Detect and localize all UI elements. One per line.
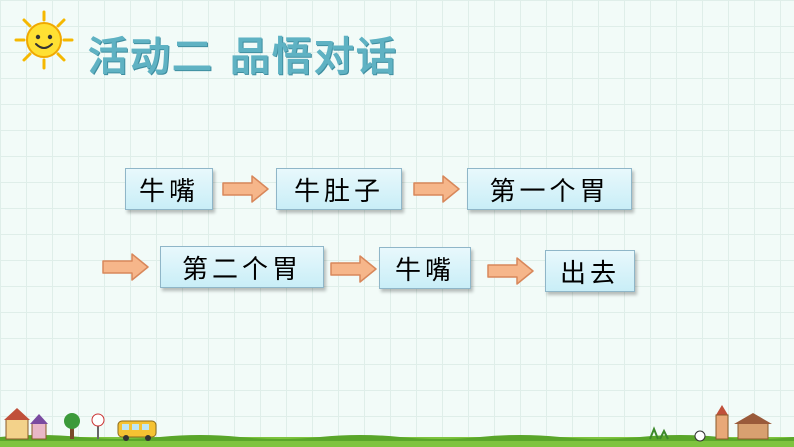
page-title: 活动二 品悟对话 [88,34,398,80]
flow-box-label: 牛肚子 [293,176,384,207]
smiling-sun-icon [14,10,74,70]
right-arrow-icon [102,253,149,281]
flow-box-row1-1: 牛嘴 [125,168,213,210]
flow-box-label: 牛嘴 [394,255,455,286]
flow-box-label: 第一个胃 [489,176,610,207]
house-icon [4,408,48,440]
right-arrow-icon [487,257,534,285]
flow-box-label: 第二个胃 [181,254,302,285]
flow-box-row2-1: 第二个胃 [160,246,324,288]
right-arrow-icon [413,175,460,203]
right-arrow-icon [222,175,269,203]
flow-box-row2-2: 牛嘴 [379,247,471,289]
flow-box-label: 牛嘴 [138,176,199,207]
bus-icon [117,420,157,441]
flow-box-label: 出去 [559,258,620,289]
right-arrow-icon [330,255,377,283]
flow-box-row1-3: 第一个胃 [467,168,632,210]
flow-box-row1-2: 牛肚子 [276,168,402,210]
decorative-ground-illustration [0,405,794,447]
flow-box-row2-3: 出去 [545,250,635,292]
